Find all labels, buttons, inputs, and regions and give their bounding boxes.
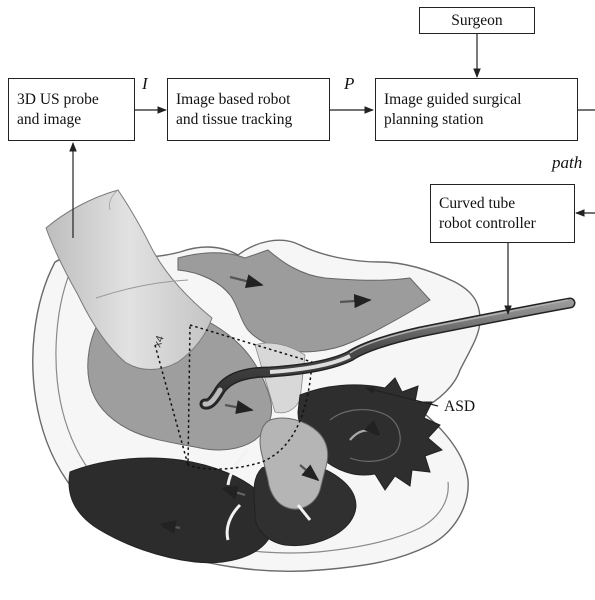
signal-path-label: path [552,153,582,173]
controller-label-line1: Curved tube [439,194,515,214]
planning-label-line2: planning station [384,110,483,130]
controller-label-line2: robot controller [439,214,536,234]
planning-box: Image guided surgical planning station [375,78,578,141]
tracking-label-line1: Image based robot [176,90,291,110]
tracking-label-line2: and tissue tracking [176,110,292,130]
signal-image-label: I [142,74,148,94]
planning-label-line1: Image guided surgical [384,90,521,110]
asd-label: ASD [444,398,475,416]
tracking-box: Image based robot and tissue tracking [167,78,330,141]
probe-label-line1: 3D US probe [17,90,99,110]
signal-pose-label: P [344,74,354,94]
surgeon-label: Surgeon [451,11,502,31]
controller-box: Curved tube robot controller [430,184,575,243]
probe-box: 3D US probe and image [8,78,135,141]
surgeon-box: Surgeon [419,7,535,34]
probe-label-line2: and image [17,110,81,130]
